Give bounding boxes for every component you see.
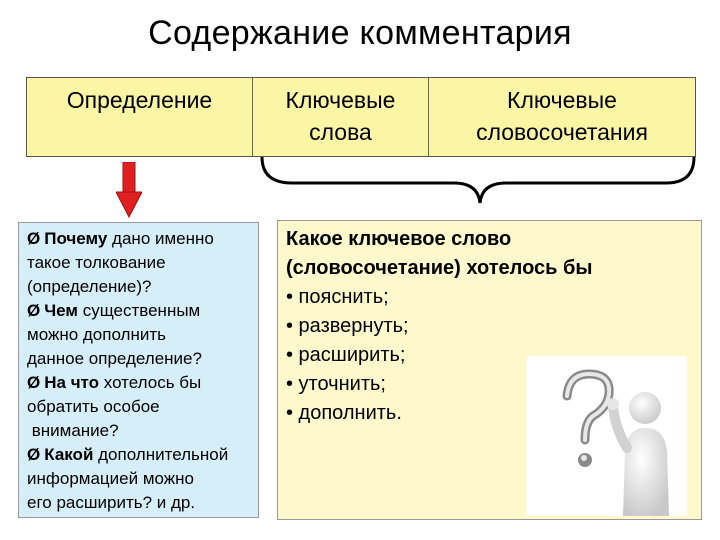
page-title: Содержание комментария (148, 14, 572, 52)
answer-item: • развернуть; (286, 315, 409, 337)
header-definition-label: Определение (66, 87, 213, 113)
header-phrases-line1: Ключевые (507, 87, 617, 113)
curly-brace-icon (260, 156, 696, 204)
bullet-arrow-icon: Ø (27, 301, 41, 320)
answer-item: • пояснить; (286, 286, 389, 308)
person-with-question-mark-icon (527, 356, 687, 516)
bullet-arrow-icon: Ø (27, 229, 41, 248)
answer-item: • дополнить. (286, 402, 402, 424)
header-definition: Определение (27, 78, 253, 156)
header-phrases: Ключевые словосочетания (429, 78, 695, 156)
header-phrases-line2: словосочетания (476, 119, 648, 145)
bullet-arrow-icon: Ø (27, 373, 41, 392)
arrow-down-icon (116, 162, 142, 218)
answers-lead-1: Какое ключевое слово (286, 228, 512, 250)
header-keywords-line2: слова (309, 119, 372, 145)
answers-lead-2: (словосочетание) хотелось бы (286, 257, 593, 279)
answer-item: • расширить; (286, 344, 406, 366)
header-keywords: Ключевые слова (253, 78, 429, 156)
bullet-arrow-icon: Ø (27, 445, 41, 464)
header-keywords-line1: Ключевые (285, 87, 396, 113)
answer-item: • уточнить; (286, 373, 386, 395)
header-table: Определение Ключевые слова Ключевые слов… (26, 77, 696, 157)
